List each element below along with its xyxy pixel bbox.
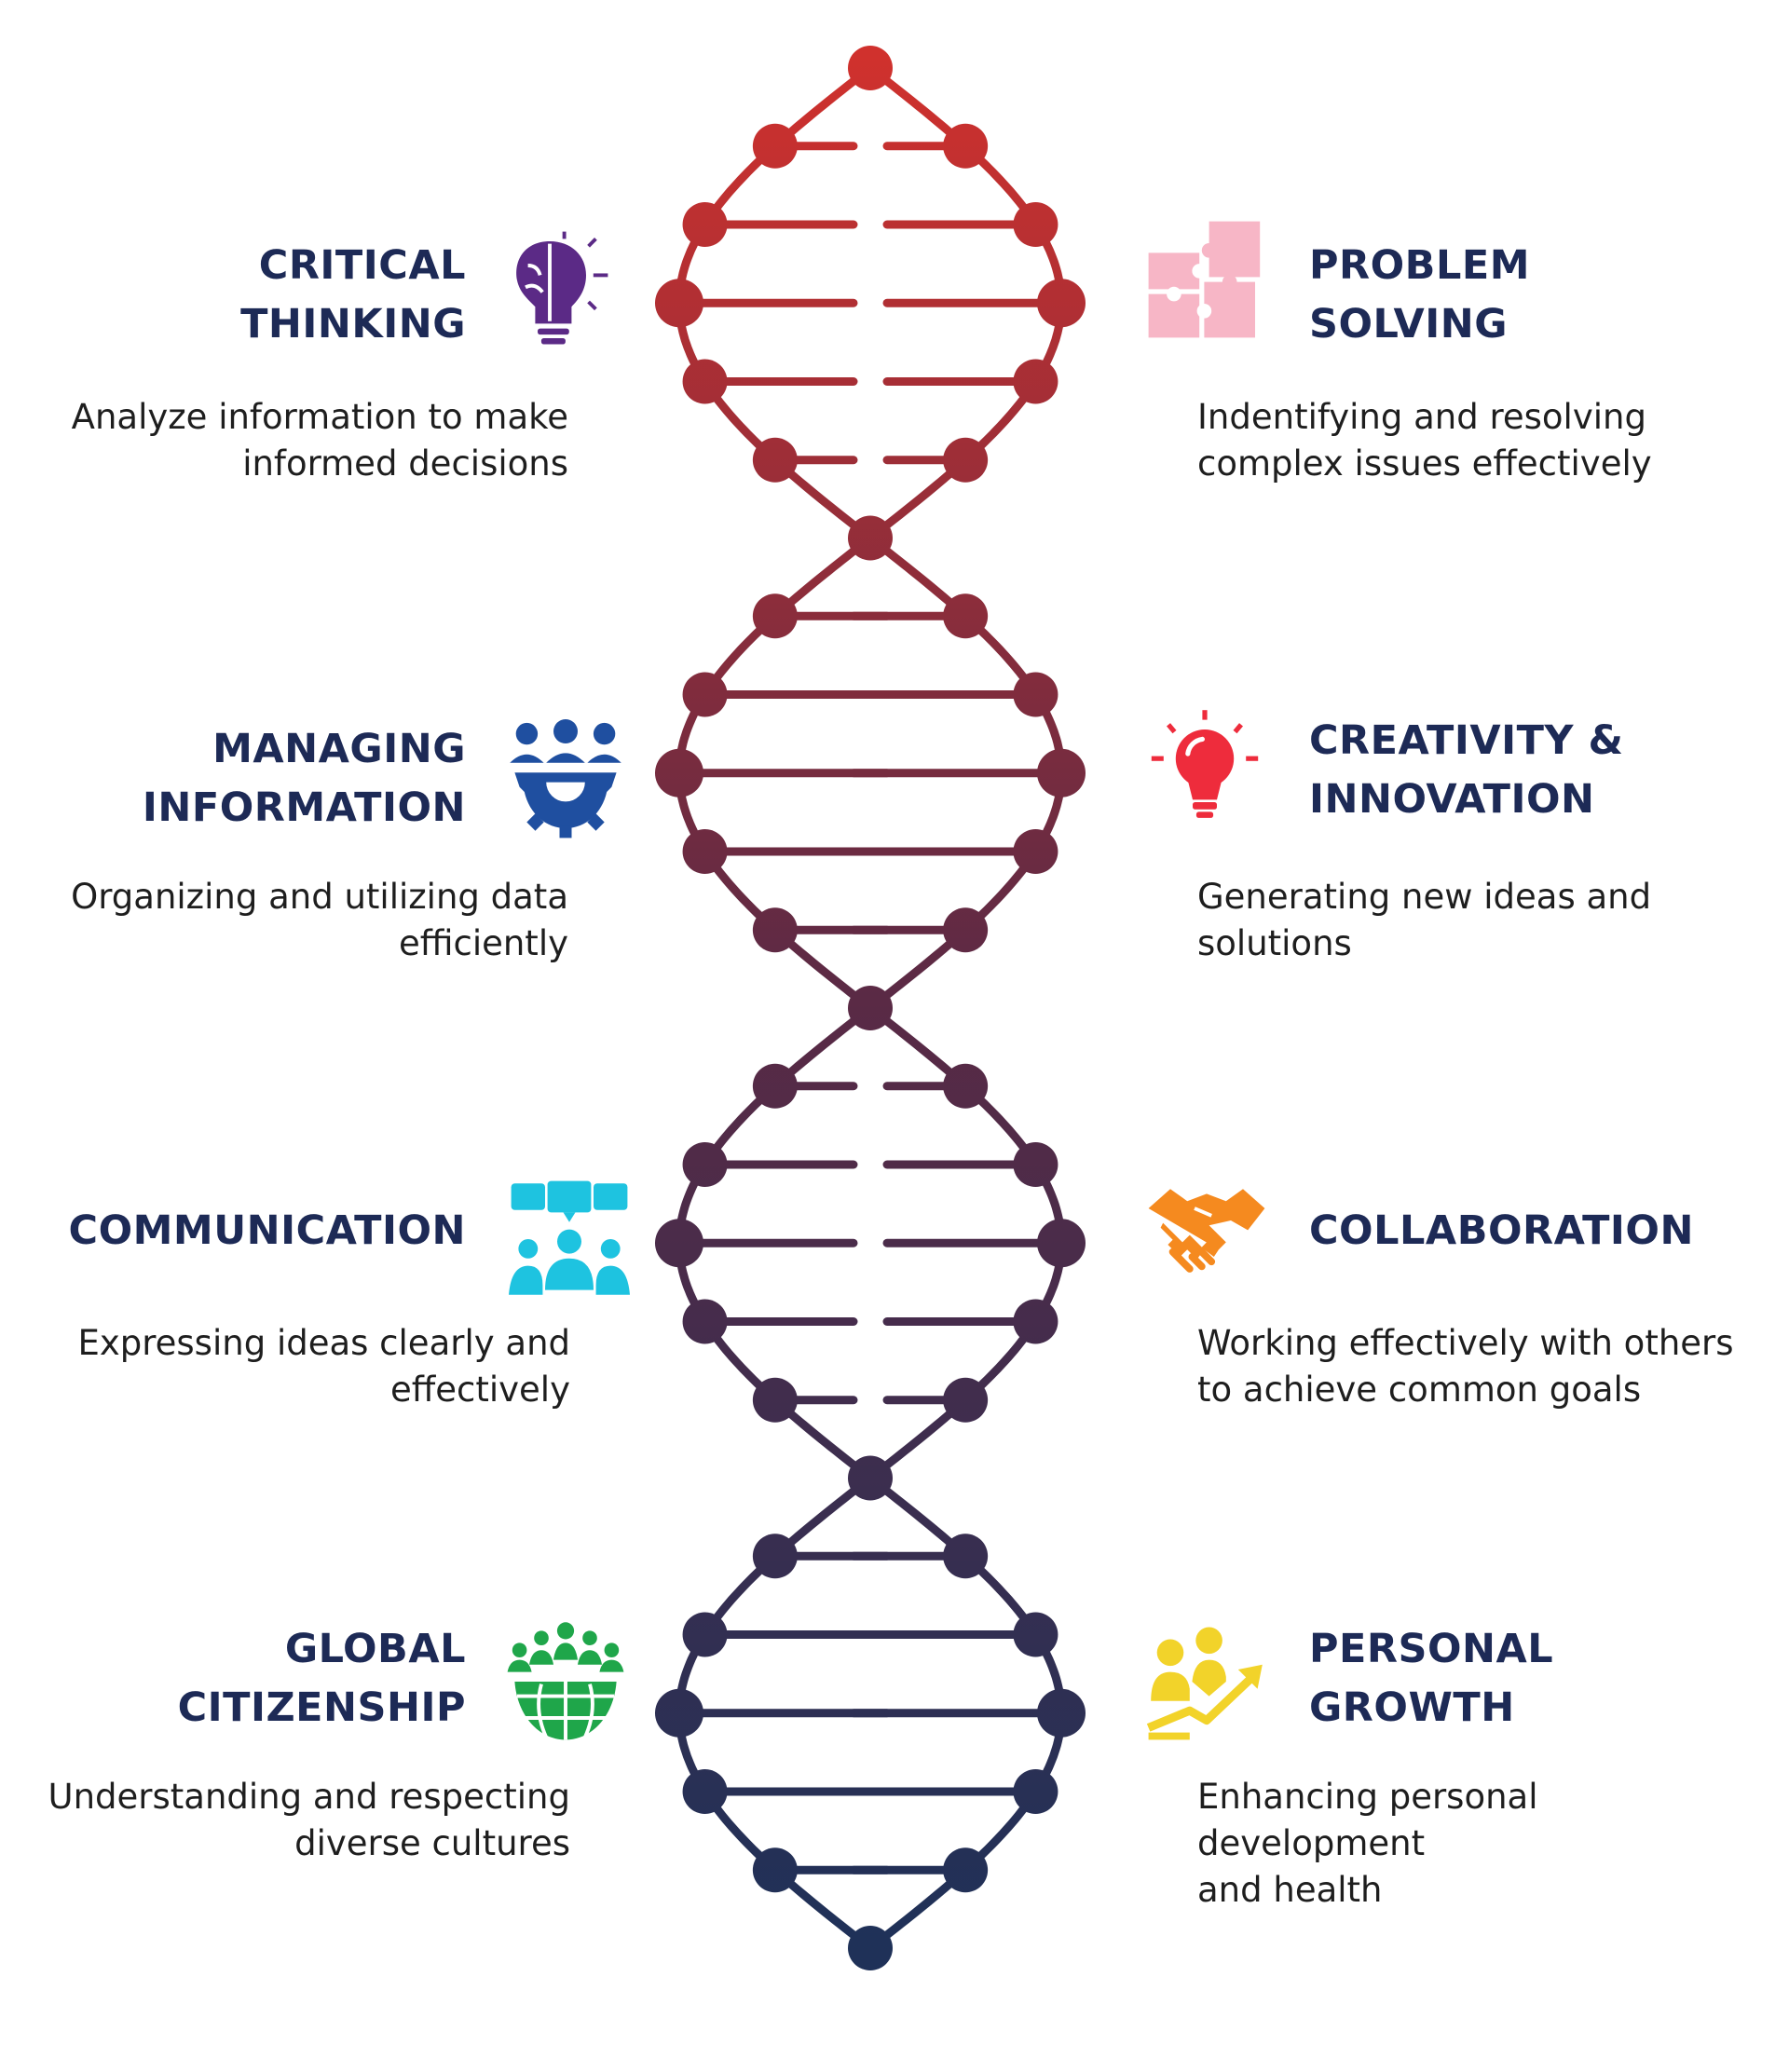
- skill-critical-thinking: CRITICAL THINKING: [37, 237, 466, 354]
- helix-node: [682, 1612, 728, 1657]
- helix-node: [943, 437, 989, 483]
- skill-collaboration: COLLABORATION: [1309, 1202, 1756, 1261]
- helix-node: [655, 279, 703, 328]
- skill-title: CRITICAL THINKING: [240, 242, 466, 348]
- helix-node: [1013, 1612, 1058, 1657]
- skill-description: Organizing and utilizing data efficientl…: [71, 877, 568, 963]
- skill-title: COMMUNICATION: [68, 1207, 466, 1254]
- helix-node: [1013, 1299, 1058, 1344]
- skill-critical-thinking-desc: Analyze information to make informed dec…: [37, 394, 568, 487]
- helix-node: [848, 986, 893, 1030]
- helix-node: [848, 515, 893, 561]
- skill-description: Generating new ideas and solutions: [1197, 877, 1652, 963]
- skill-title: GLOBAL CITIZENSHIP: [177, 1626, 466, 1731]
- helix-node: [943, 593, 989, 639]
- helix-node: [752, 1534, 798, 1579]
- brain-lightbulb-icon: [501, 229, 622, 350]
- helix-node: [1013, 201, 1058, 247]
- skill-description: Enhancing personal development and healt…: [1197, 1777, 1538, 1910]
- helix-node: [1013, 829, 1058, 875]
- skill-title: PROBLEM SOLVING: [1309, 242, 1531, 348]
- helix-node: [943, 123, 989, 169]
- helix-node: [682, 1299, 728, 1344]
- helix-node: [1037, 1688, 1086, 1738]
- skill-managing-information-desc: Organizing and utilizing data efficientl…: [37, 874, 568, 967]
- skill-personal-growth: PERSONAL GROWTH: [1309, 1620, 1756, 1738]
- helix-node: [943, 907, 989, 953]
- helix-node: [752, 123, 798, 169]
- growth-people-icon: [1146, 1621, 1267, 1742]
- skill-global-citizenship-desc: Understanding and respecting diverse cul…: [37, 1774, 571, 1867]
- helix-node: [752, 437, 798, 483]
- team-gear-icon: [505, 719, 626, 840]
- skill-title: CREATIVITY & INNOVATION: [1309, 717, 1624, 823]
- helix-node: [848, 1455, 893, 1501]
- helix-node: [682, 359, 728, 404]
- helix-node: [1013, 672, 1058, 717]
- skill-description: Analyze information to make informed dec…: [71, 397, 568, 484]
- skill-problem-solving: PROBLEM SOLVING: [1309, 237, 1756, 354]
- skill-problem-solving-desc: Indentifying and resolving complex issue…: [1197, 394, 1756, 487]
- skill-description: Understanding and respecting diverse cul…: [48, 1777, 571, 1863]
- helix-node: [943, 1377, 989, 1423]
- skill-creativity-innovation-desc: Generating new ideas and solutions: [1197, 874, 1756, 967]
- skill-title: PERSONAL GROWTH: [1309, 1626, 1554, 1731]
- skill-personal-growth-desc: Enhancing personal development and healt…: [1197, 1774, 1756, 1914]
- helix-node: [1013, 359, 1058, 404]
- helix-node: [943, 1847, 989, 1893]
- puzzle-icon: [1146, 219, 1267, 340]
- helix-node: [848, 46, 893, 90]
- skill-description: Expressing ideas clearly and effectively: [77, 1323, 570, 1410]
- helix-node: [752, 593, 798, 639]
- handshake-icon: [1146, 1172, 1267, 1293]
- skill-description: Working effectively with others to achie…: [1197, 1323, 1734, 1410]
- helix-node: [752, 1377, 798, 1423]
- helix-node: [943, 1534, 989, 1579]
- globe-people-icon: [505, 1621, 626, 1742]
- helix-node: [655, 1688, 703, 1738]
- helix-node: [848, 1926, 893, 1970]
- skill-title: COLLABORATION: [1309, 1207, 1694, 1254]
- skill-collaboration-desc: Working effectively with others to achie…: [1197, 1320, 1756, 1413]
- helix-node: [682, 1141, 728, 1187]
- helix-node: [1037, 1219, 1086, 1268]
- skill-description: Indentifying and resolving complex issue…: [1197, 397, 1652, 484]
- helix-node: [682, 672, 728, 717]
- skill-title: MANAGING INFORMATION: [142, 726, 466, 831]
- lightbulb-icon: [1144, 705, 1265, 826]
- helix-node: [752, 907, 798, 953]
- helix-node: [752, 1847, 798, 1893]
- helix-node: [752, 1063, 798, 1109]
- skill-managing-information: MANAGING INFORMATION: [37, 720, 466, 838]
- skill-creativity-innovation: CREATIVITY & INNOVATION: [1309, 712, 1756, 829]
- chat-people-icon: [509, 1179, 630, 1300]
- skill-communication: COMMUNICATION: [37, 1202, 466, 1261]
- helix-node: [943, 1063, 989, 1109]
- helix-node: [655, 1219, 703, 1268]
- helix-node: [682, 1769, 728, 1815]
- skill-global-citizenship: GLOBAL CITIZENSHIP: [37, 1620, 466, 1738]
- helix-node: [682, 201, 728, 247]
- helix-node: [1037, 279, 1086, 328]
- helix-node: [1013, 1141, 1058, 1187]
- helix-node: [1013, 1769, 1058, 1815]
- helix-node: [682, 829, 728, 875]
- helix-node: [655, 748, 703, 797]
- skill-communication-desc: Expressing ideas clearly and effectively: [37, 1320, 570, 1413]
- helix-node: [1037, 748, 1086, 797]
